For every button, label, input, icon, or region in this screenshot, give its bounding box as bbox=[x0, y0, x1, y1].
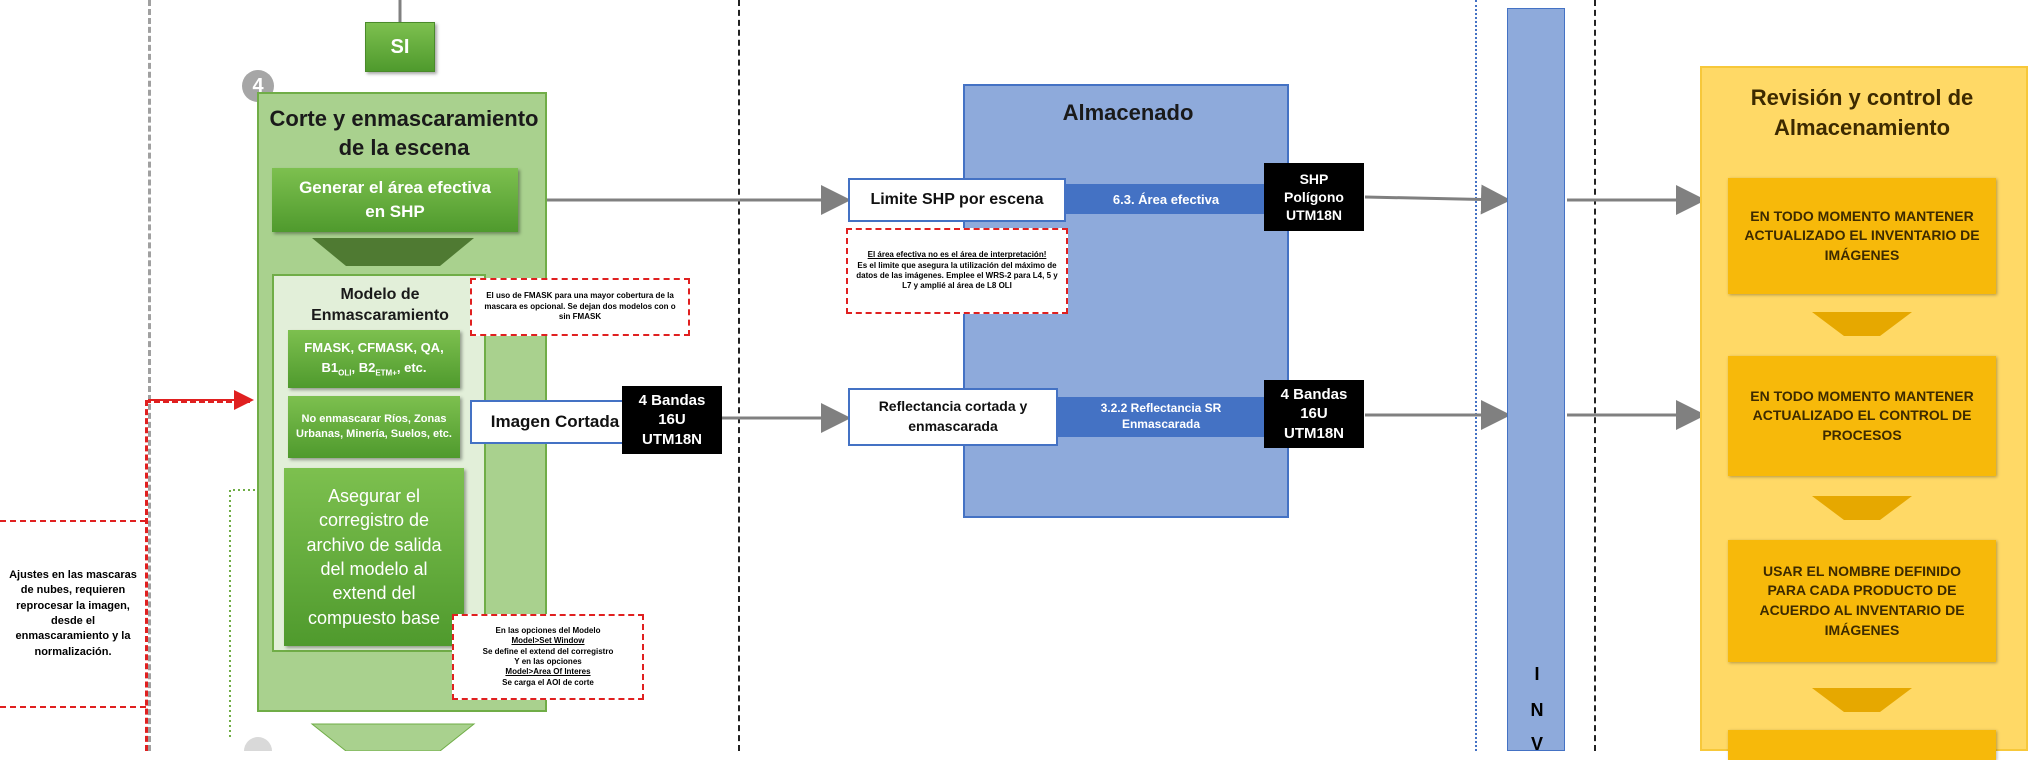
masking-model-title: Modelo de Enmascaramiento bbox=[311, 286, 449, 324]
si-label: SI bbox=[390, 35, 410, 58]
lane-divider-1 bbox=[148, 0, 151, 751]
storage-panel-title: Almacenado bbox=[1062, 100, 1194, 125]
shp-polygon-badge: SHP Polígono UTM18N bbox=[1264, 163, 1364, 231]
control-box-processes: EN TODO MOMENTO MANTENER ACTUALIZADO EL … bbox=[1728, 356, 1996, 476]
reflectance-label: Reflectancia cortada y enmascarada bbox=[848, 388, 1058, 446]
storage-control-title: Revisión y control de Almacenamiento bbox=[1750, 85, 1974, 140]
effective-area-note: El área efectiva no es el área de interp… bbox=[846, 228, 1068, 314]
reflectance-sr-label: 3.2.2 Reflectancia SR Enmascarada bbox=[1058, 397, 1264, 437]
model-options-note: En las opciones del Modelo Model>Set Win… bbox=[452, 614, 644, 700]
inventory-letter: V bbox=[1530, 733, 1543, 754]
inventory-letter: I bbox=[1534, 663, 1540, 684]
coregister-box: Asegurar el corregistro de archivo de sa… bbox=[284, 468, 464, 646]
fmask-options-box: FMASK, CFMASK, QA, B1OLI, B2ETM+, etc. bbox=[288, 330, 460, 388]
shp-limit-label: Limite SHP por escena bbox=[848, 178, 1066, 222]
decision-yes-box: SI bbox=[365, 22, 435, 72]
lane-divider-4 bbox=[1594, 0, 1596, 751]
image-cut-label: Imagen Cortada bbox=[470, 400, 640, 444]
control-box-inventory: EN TODO MOMENTO MANTENER ACTUALIZADO EL … bbox=[1728, 178, 1996, 294]
lane-divider-2 bbox=[738, 0, 740, 751]
feedback-loop-line bbox=[145, 400, 148, 751]
cloud-mask-adjust-note: Ajustes en las mascaras de nubes, requie… bbox=[0, 520, 146, 708]
generate-effective-area-button[interactable]: Generar el área efectiva en SHP bbox=[272, 168, 518, 232]
effective-area-label: 6.3. Área efectiva bbox=[1066, 184, 1266, 214]
image-cut-badge: 4 Bandas 16U UTM18N bbox=[622, 386, 722, 454]
fmask-optional-note: El uso de FMASK para una mayor cobertura… bbox=[470, 278, 690, 336]
lane-divider-3 bbox=[1475, 0, 1477, 751]
control-box-partial bbox=[1728, 730, 1996, 760]
reflectance-badge: 4 Bandas 16U UTM18N bbox=[1264, 380, 1364, 448]
inventory-letter: N bbox=[1530, 699, 1544, 720]
feedback-loop-connector bbox=[145, 400, 250, 403]
cut-mask-panel-title: Corte y enmascaramiento de la escena bbox=[269, 106, 539, 160]
no-mask-box: No enmascarar Ríos, Zonas Urbanas, Miner… bbox=[288, 396, 460, 458]
control-box-naming: USAR EL NOMBRE DEFINIDO PARA CADA PRODUC… bbox=[1728, 540, 1996, 662]
inventory-bar: I N V bbox=[1507, 8, 1565, 754]
